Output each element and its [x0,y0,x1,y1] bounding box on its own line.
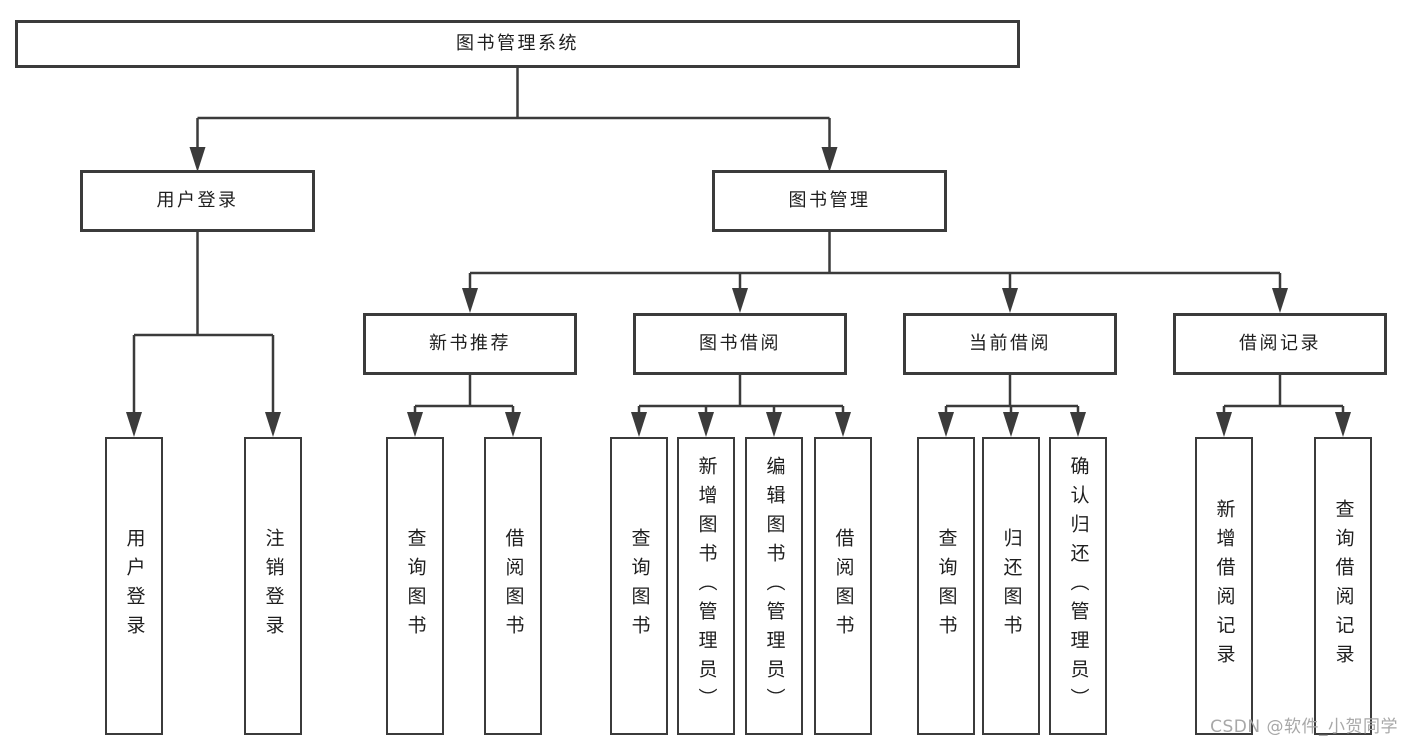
leaf-borrow-book: 借阅图书 [814,437,872,735]
leaf-recommend-borrow-book: 借阅图书 [484,437,542,735]
node-current-borrow: 当前借阅 [903,313,1117,375]
csdn-watermark: CSDN @软件_小贺同学 [1210,717,1398,737]
leaf-query-borrow-record: 查询借阅记录 [1314,437,1372,735]
node-root-system: 图书管理系统 [15,20,1020,68]
leaf-return-book: 归还图书 [982,437,1040,735]
leaf-confirm-return-admin: 确认归还（管理员） [1049,437,1107,735]
leaf-borrow-query-book: 查询图书 [610,437,668,735]
leaf-add-book-admin: 新增图书（管理员） [677,437,735,735]
leaf-logout: 注销登录 [244,437,302,735]
node-book-borrow: 图书借阅 [633,313,847,375]
leaf-recommend-query-book: 查询图书 [386,437,444,735]
node-borrow-records: 借阅记录 [1173,313,1387,375]
node-user-login: 用户登录 [80,170,315,232]
leaf-current-query-book: 查询图书 [917,437,975,735]
leaf-user-login: 用户登录 [105,437,163,735]
arrowheads [126,147,1351,437]
node-new-book-recommend: 新书推荐 [363,313,577,375]
leaf-add-borrow-record: 新增借阅记录 [1195,437,1253,735]
node-book-management: 图书管理 [712,170,947,232]
leaf-edit-book-admin: 编辑图书（管理员） [745,437,803,735]
